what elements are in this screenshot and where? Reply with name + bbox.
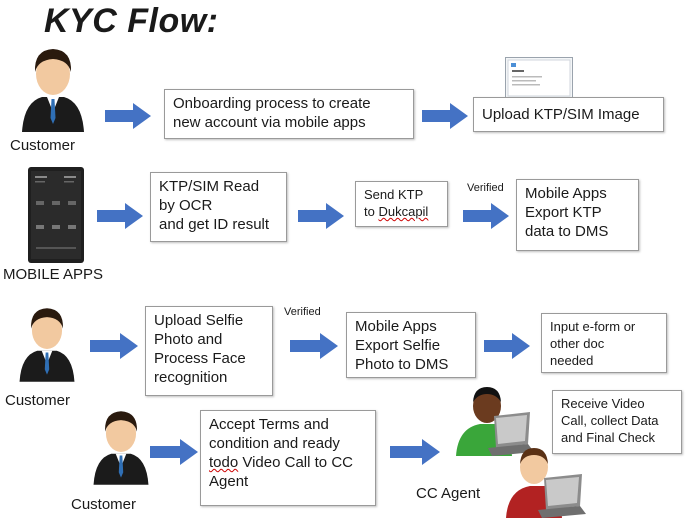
verified-label-ktp: Verified [467,182,504,194]
customer-person-icon [19,308,75,382]
actor-label-cc-agent: CC Agent [416,485,481,502]
flow-arrow [150,439,198,465]
actor-label-mobile-apps: MOBILE APPS [3,266,104,283]
flow-arrow [422,103,468,129]
mobile-phone-icon [28,167,84,263]
send-ktp-line2: to Dukcapil [364,203,439,220]
accept-terms-line3: todo Video Call to CC [209,453,367,472]
step-accept-terms: Accept Terms and condition and ready tod… [200,410,376,506]
step-export-selfie-dms: Mobile Apps Export Selfie Photo to DMS [346,312,476,378]
send-ktp-line1: Send KTP [364,187,424,202]
actor-label-customer-2: Customer [5,392,71,409]
actor-label-customer-1: Customer [10,137,76,154]
accept-terms-line2: condition and ready [209,435,340,452]
dukcapil-word: Dukcapil [378,204,429,219]
flow-arrow [463,203,509,229]
step-upload-ktp-sim: Upload KTP/SIM Image [473,97,664,132]
flow-arrow [390,439,440,465]
accept-terms-line3-rest: Video Call to CC [238,454,353,471]
flow-arrow [484,333,530,359]
step-input-eform: Input e-form or other doc needed [541,313,667,373]
step-upload-selfie: Upload Selfie Photo and Process Face rec… [145,306,273,396]
flow-arrow [298,203,344,229]
actor-label-customer-3: Customer [71,496,137,513]
document-image-icon [505,57,573,99]
step-send-ktp-dukcapil: Send KTP to Dukcapil [355,181,448,227]
flow-arrow [90,333,138,359]
verified-label-selfie: Verified [284,306,321,318]
cc-agent-laptop-icon [456,387,534,456]
accept-terms-line4: Agent [209,473,249,490]
cc-agent-laptop-icon [506,448,586,518]
flow-arrow [290,333,338,359]
accept-terms-line1: Accept Terms and [209,416,329,433]
customer-person-icon [93,411,149,485]
todo-word: todo [209,454,239,471]
step-receive-video-call: Receive Video Call, collect Data and Fin… [552,390,682,454]
send-ktp-prefix: to [364,204,379,219]
flow-arrow [97,203,143,229]
customer-person-icon [22,49,84,132]
flow-arrow [105,103,151,129]
step-ocr-read: KTP/SIM Read by OCR and get ID result [150,172,287,242]
step-export-ktp-dms: Mobile Apps Export KTP data to DMS [516,179,639,251]
step-onboarding: Onboarding process to create new account… [164,89,414,139]
diagram-title: KYC Flow: [44,2,219,40]
